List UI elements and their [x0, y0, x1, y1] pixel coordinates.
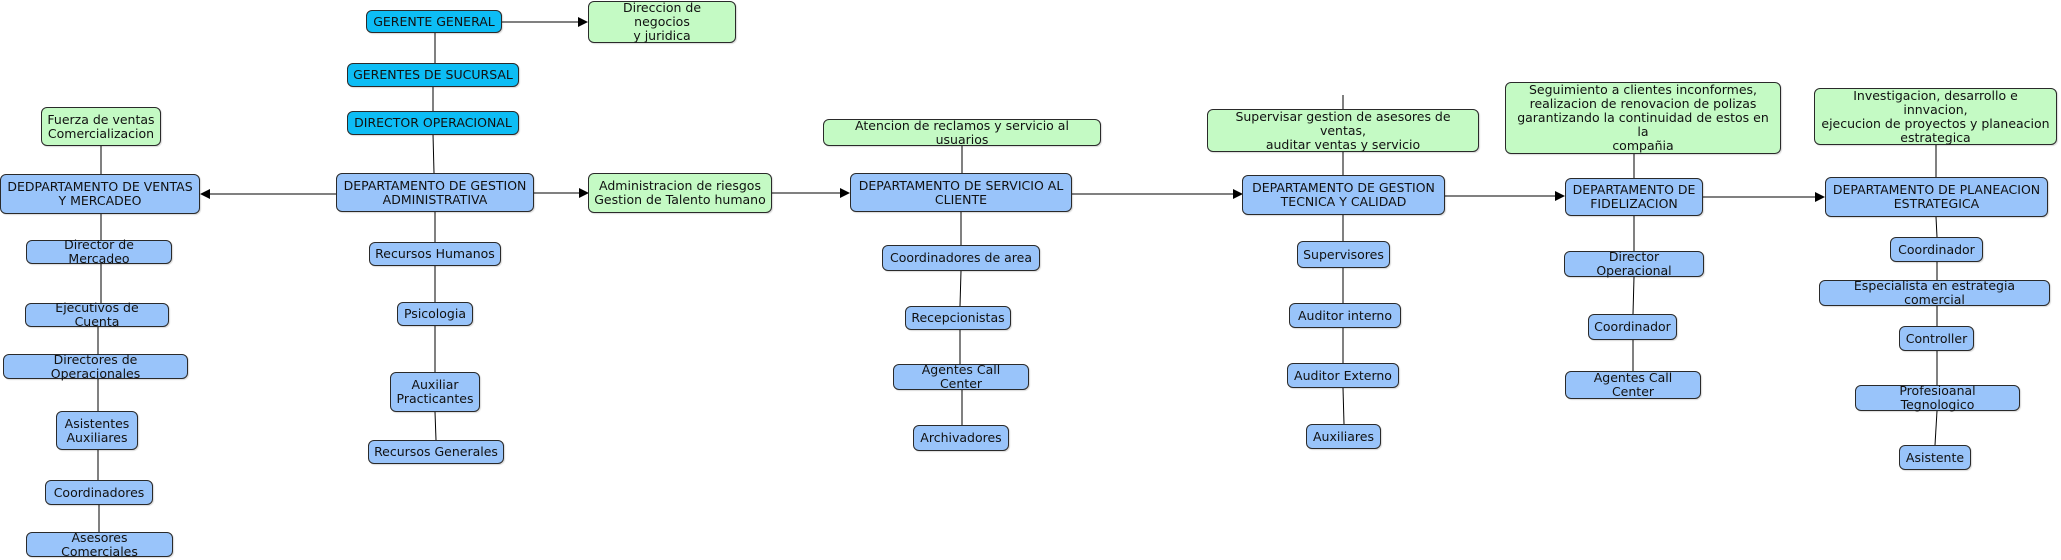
- gerente-general-node[interactable]: GERENTE GENERAL: [366, 10, 502, 33]
- depto-gestion-tecnica-node[interactable]: DEPARTAMENTO DE GESTION TECNICA Y CALIDA…: [1242, 175, 1445, 215]
- auxiliar-practicantes-node[interactable]: Auxiliar Practicantes: [390, 372, 480, 412]
- director-operacional-top-node[interactable]: DIRECTOR OPERACIONAL: [347, 111, 519, 135]
- auditor-interno-node[interactable]: Auditor interno: [1289, 303, 1401, 328]
- depto-fidelizacion-node[interactable]: DEPARTAMENTO DE FIDELIZACION: [1565, 178, 1703, 216]
- supervisar-gestion-node[interactable]: Supervisar gestion de asesores de ventas…: [1207, 109, 1479, 152]
- auditor-externo-node[interactable]: Auditor Externo: [1287, 363, 1399, 388]
- gerentes-sucursal-node[interactable]: GERENTES DE SUCURSAL: [347, 63, 519, 87]
- depto-ventas-node[interactable]: DEDPARTAMENTO DE VENTAS Y MERCADEO: [0, 174, 200, 214]
- especialista-node[interactable]: Especialista en estrategia comercial: [1819, 279, 2050, 307]
- auxiliares-node[interactable]: Auxiliares: [1306, 424, 1381, 449]
- director-operacional-fid-node[interactable]: Director Operacional: [1564, 250, 1704, 278]
- coordinadores-node[interactable]: Coordinadores: [45, 480, 153, 505]
- ejecutivos-cuenta-node[interactable]: Ejecutivos de Cuenta: [25, 301, 169, 329]
- supervisores-node[interactable]: Supervisores: [1297, 241, 1390, 268]
- asistente-node[interactable]: Asistente: [1899, 445, 1971, 470]
- recursos-humanos-node[interactable]: Recursos Humanos: [369, 242, 501, 266]
- psicologia-node[interactable]: Psicologia: [397, 302, 473, 326]
- coordinador-fid-node[interactable]: Coordinador: [1588, 314, 1677, 340]
- archivadores-node[interactable]: Archivadores: [913, 425, 1009, 451]
- controller-node[interactable]: Controller: [1899, 326, 1974, 351]
- coordinadores-area-node[interactable]: Coordinadores de area: [882, 245, 1040, 271]
- asesores-comerciales-node[interactable]: Asesores Comerciales: [26, 530, 173, 558]
- agentes-call-center-2-node[interactable]: Agentes Call Center: [1565, 371, 1701, 399]
- administracion-riesgos-node[interactable]: Administracion de riesgos Gestion de Tal…: [588, 173, 772, 213]
- direccion-negocios-node[interactable]: Direccion de negocios y juridica: [588, 1, 736, 43]
- atencion-reclamos-node[interactable]: Atencion de reclamos y servicio al usuar…: [823, 118, 1101, 146]
- asistentes-auxiliares-node[interactable]: Asistentes Auxiliares: [56, 411, 138, 450]
- seguimiento-clientes-node[interactable]: Seguimiento a clientes inconformes, real…: [1505, 82, 1781, 154]
- depto-gestion-administrativa-node[interactable]: DEPARTAMENTO DE GESTION ADMINISTRATIVA: [336, 173, 534, 212]
- agentes-call-center-1-node[interactable]: Agentes Call Center: [893, 363, 1029, 391]
- profesional-tecnologico-node[interactable]: Profesioanal Tegnologico: [1855, 384, 2020, 412]
- director-mercadeo-node[interactable]: Director de Mercadeo: [26, 238, 172, 266]
- recepcionistas-node[interactable]: Recepcionistas: [905, 306, 1011, 330]
- fuerza-ventas-node[interactable]: Fuerza de ventas Comercializacion: [41, 107, 161, 146]
- coordinador-plan-node[interactable]: Coordinador: [1890, 237, 1983, 262]
- investigacion-node[interactable]: Investigacion, desarrollo e innvacion, e…: [1814, 88, 2057, 145]
- depto-planeacion-node[interactable]: DEPARTAMENTO DE PLANEACION ESTRATEGICA: [1825, 177, 2048, 217]
- directores-operacionales-node[interactable]: Directores de Operacionales: [3, 352, 188, 380]
- depto-servicio-cliente-node[interactable]: DEPARTAMENTO DE SERVICIO AL CLIENTE: [850, 173, 1072, 212]
- recursos-generales-node[interactable]: Recursos Generales: [368, 440, 504, 464]
